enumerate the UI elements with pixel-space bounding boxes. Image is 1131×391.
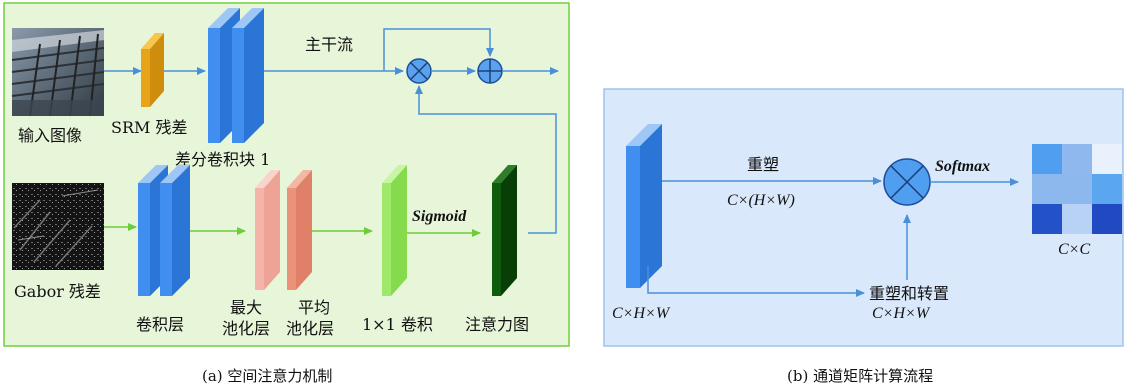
conv1x1-block — [382, 165, 407, 296]
matrix-cell — [1062, 144, 1092, 174]
maxpool-block — [255, 170, 280, 290]
srm-label: SRM 残差 — [111, 118, 187, 137]
panel-a-caption: (a) 空间注意力机制 — [202, 367, 332, 385]
matrix-cell — [1092, 204, 1122, 234]
matrix-cell — [1032, 144, 1062, 174]
matrix-cell — [1092, 144, 1122, 174]
gabor-label: Gabor 残差 — [14, 282, 101, 301]
reshape-transpose-label: 重塑和转置 — [869, 284, 949, 303]
avgpool-label-1: 平均 — [298, 298, 330, 317]
conv-layer-block — [138, 165, 190, 296]
sigmoid-label: Sigmoid — [412, 208, 467, 225]
matrix-cell — [1062, 174, 1092, 204]
avgpool-label-2: 池化层 — [286, 319, 334, 338]
input-image-label: 输入图像 — [18, 126, 82, 145]
panel-b-caption: (b) 通道矩阵计算流程 — [787, 367, 933, 385]
skip-connection — [383, 28, 494, 71]
main-stream-label: 主干流 — [305, 35, 353, 54]
softmax-label: Softmax — [935, 158, 990, 175]
reshape-label: 重塑 — [747, 155, 779, 174]
input-dims-label: C×H×W — [612, 305, 671, 322]
srm-block — [141, 33, 164, 107]
attention-map-block — [492, 165, 517, 296]
reshape-dims-label: C×(H×W) — [727, 192, 795, 209]
matrix-cell — [1062, 204, 1092, 234]
output-matrix — [1032, 144, 1122, 234]
gabor-image — [12, 183, 104, 270]
avgpool-block — [287, 170, 312, 290]
matrix-cell — [1032, 204, 1062, 234]
diff-conv-block — [208, 8, 264, 143]
maxpool-label-2: 池化层 — [222, 319, 270, 338]
diff-conv-label: 差分卷积块 1 — [175, 150, 270, 169]
multiply-node-b — [883, 158, 931, 206]
input-image — [11, 28, 105, 117]
add-node — [477, 58, 503, 84]
maxpool-label-1: 最大 — [230, 298, 262, 317]
conv-layer-label: 卷积层 — [136, 315, 184, 334]
multiply-node-a — [406, 58, 432, 84]
matrix-cell — [1092, 174, 1122, 204]
reshape-transpose-dims-label: C×H×W — [872, 305, 931, 322]
attention-feedback — [415, 85, 557, 234]
attention-map-label: 注意力图 — [465, 315, 529, 334]
input-tensor-block — [626, 124, 662, 288]
matrix-cell — [1032, 174, 1062, 204]
conv1x1-label: 1×1 卷积 — [362, 315, 433, 334]
output-dims-label: C×C — [1058, 241, 1090, 258]
arrow-reshape-transpose — [647, 266, 865, 297]
